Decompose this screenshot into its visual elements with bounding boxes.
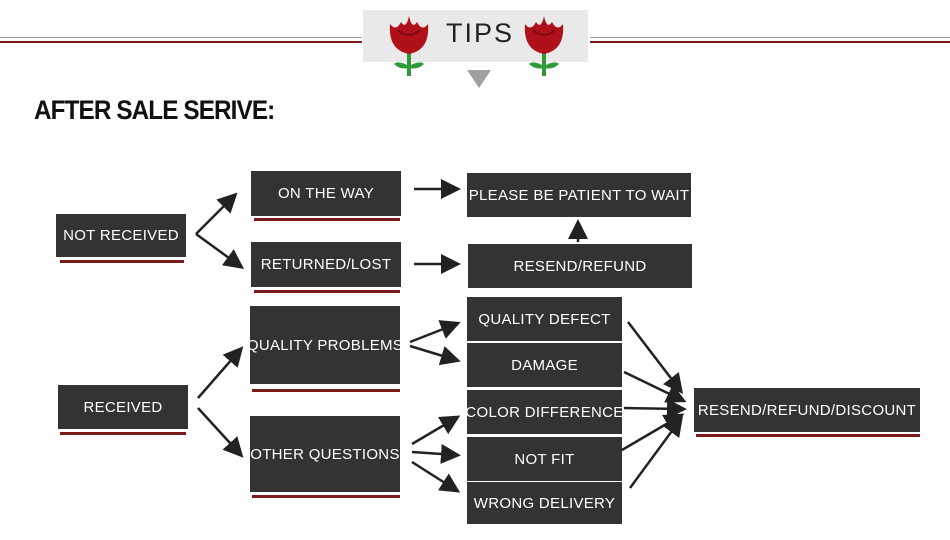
- arrow-defect-final: [627, 321, 684, 394]
- arrow-received-quality: [197, 346, 244, 399]
- node-underline: [252, 389, 400, 392]
- header-rule-right: [590, 41, 950, 43]
- header-rule-left-thin: [0, 37, 362, 38]
- node-received: RECEIVED: [58, 385, 188, 429]
- node-quality-problems: QUALITY PROBLEMS: [247, 306, 403, 384]
- node-other-questions: OTHER QUESTIONS: [250, 416, 400, 492]
- arrow-other-color: [411, 415, 461, 446]
- node-damage: DAMAGE: [467, 343, 622, 387]
- arrow-quality-defect: [409, 320, 461, 344]
- node-underline: [254, 290, 400, 293]
- rose-icon: [389, 16, 429, 76]
- node-not-received: NOT RECEIVED: [56, 214, 186, 257]
- node-please-wait: PLEASE BE PATIENT TO WAIT: [467, 173, 691, 217]
- node-color-difference: COLOR DIFFERENCE: [465, 390, 623, 434]
- node-underline: [254, 218, 400, 221]
- node-not-fit: NOT FIT: [467, 437, 622, 481]
- arrow-other-wrong: [411, 460, 461, 493]
- header-rule-left: [0, 41, 362, 43]
- arrow-wrong-final: [628, 415, 683, 489]
- node-quality-defect: QUALITY DEFECT: [467, 297, 622, 341]
- arrow-not-received-on-the-way: [195, 192, 238, 235]
- node-underline: [696, 434, 920, 437]
- arrow-not-received-returned: [195, 232, 245, 269]
- arrow-quality-damage: [409, 344, 461, 366]
- node-resend-refund: RESEND/REFUND: [468, 244, 692, 288]
- node-underline: [60, 432, 186, 435]
- arrow-color-final: [623, 398, 687, 419]
- node-underline: [252, 495, 400, 498]
- triangle-down-icon: [467, 70, 491, 88]
- arrow-received-other: [197, 407, 244, 458]
- arrow-other-notfit: [411, 444, 461, 464]
- node-on-the-way: ON THE WAY: [251, 171, 401, 216]
- header-rule-right-thin: [590, 37, 950, 38]
- node-wrong-delivery: WRONG DELIVERY: [467, 482, 622, 524]
- arrow-damage-final: [623, 370, 687, 403]
- page-title: AFTER SALE SERIVE:: [34, 95, 275, 125]
- rose-icon-right: [524, 16, 564, 76]
- node-underline: [60, 260, 184, 263]
- node-returned-lost: RETURNED/LOST: [251, 242, 401, 287]
- node-resend-refund-discount: RESEND/REFUND/DISCOUNT: [694, 388, 920, 432]
- tips-title: TIPS: [446, 18, 515, 48]
